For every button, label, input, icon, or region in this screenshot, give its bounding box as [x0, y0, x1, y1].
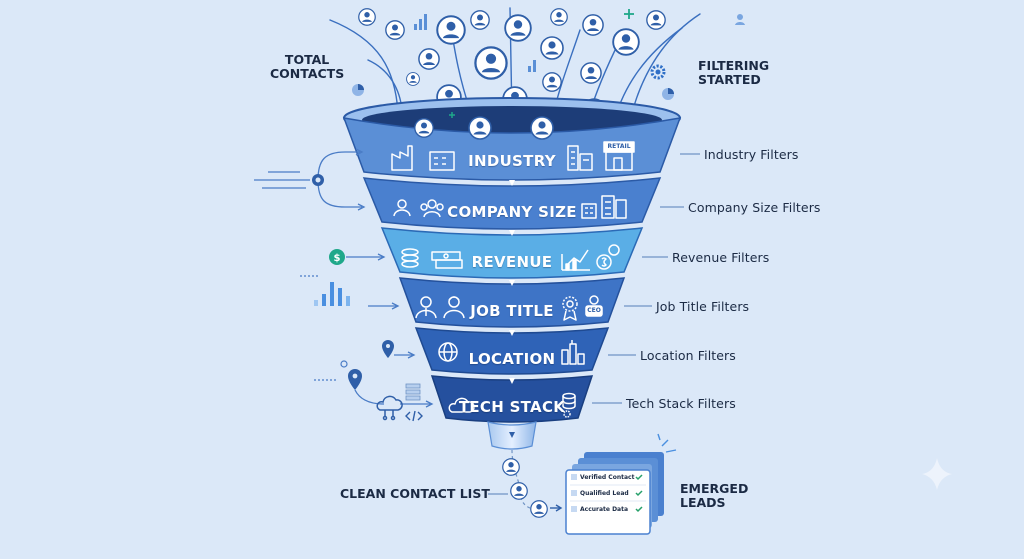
job-title-filters-label: Job Title Filters — [656, 299, 750, 314]
gear-icon — [650, 64, 666, 80]
sparkle-icon — [922, 458, 952, 490]
retail-sign-text: RETAIL — [607, 143, 631, 150]
coin-stack-icon — [401, 248, 419, 268]
check-list — [570, 474, 646, 513]
mini-bar-chart-icon — [414, 14, 536, 72]
output-contacts — [488, 449, 563, 518]
stage-title-location: LOCATION — [468, 350, 556, 368]
contact-icon — [406, 72, 420, 86]
contact-icon — [646, 10, 666, 30]
check-icon — [635, 506, 643, 513]
contact-icon — [385, 20, 405, 40]
contact-icon — [358, 8, 376, 26]
incoming-decorations — [352, 9, 745, 100]
stage-job-band — [398, 277, 626, 328]
industry-filters-label: Industry Filters — [704, 147, 799, 162]
clean-contact-list-label: CLEAN CONTACT LIST — [340, 486, 490, 501]
tall-office-icon — [601, 195, 627, 219]
gear-small-icon — [563, 410, 571, 418]
left-side-graphics: $ — [254, 148, 434, 422]
globe-icon — [438, 342, 458, 362]
pie-chart-icon — [352, 84, 674, 100]
stage-company-band — [362, 177, 662, 230]
check-icon — [635, 490, 643, 497]
sparkle-lines — [657, 433, 677, 453]
dollar-coin-icon — [596, 244, 620, 270]
company-size-filters-label: Company Size Filters — [688, 200, 821, 215]
lead-cards — [565, 433, 677, 535]
ceo-badge-text: CEO — [587, 307, 601, 314]
stage-title-industry: INDUSTRY — [468, 152, 556, 170]
small-office-icon — [581, 203, 597, 219]
svg-text:$: $ — [334, 253, 341, 264]
contact-icon — [582, 14, 604, 36]
stage-title-company-size: COMPANY SIZE — [447, 203, 577, 221]
dollar-coin-icon: $ — [329, 249, 345, 265]
total-contacts-label: TOTAL CONTACTS — [270, 52, 345, 81]
location-filters-label: Location Filters — [640, 348, 736, 363]
tech-stack-filters-label: Tech Stack Filters — [626, 396, 736, 411]
right-connectors — [592, 153, 700, 404]
code-icon — [405, 410, 423, 422]
check-icon — [635, 474, 643, 481]
server-icon — [405, 383, 421, 401]
contact-icon — [612, 28, 640, 56]
contact-icon — [580, 62, 602, 84]
contact-icon — [542, 72, 562, 92]
team-icon — [420, 199, 444, 218]
emerged-leads-label: EMERGED LEADS — [680, 481, 749, 510]
rim-contacts — [414, 112, 554, 140]
ceo-badge-icon — [585, 295, 603, 317]
award-badge-icon — [562, 296, 578, 321]
office-building-icon — [429, 151, 455, 171]
stage-location-band — [414, 327, 610, 375]
person-icon — [393, 199, 411, 217]
stage-title-tech-stack: TECH STACK — [458, 398, 566, 416]
bar-chart-icon — [314, 282, 350, 306]
contact-icon — [474, 46, 508, 80]
contact-icon — [436, 15, 466, 45]
stage-revenue-band — [380, 227, 644, 279]
businessman-icon — [415, 296, 437, 319]
cash-stack-icon — [431, 251, 463, 269]
user-small-icon — [735, 14, 745, 25]
database-icon — [562, 392, 576, 410]
cloud-network-icon — [376, 395, 403, 421]
contact-icon — [470, 10, 490, 30]
map-pin-icon — [340, 340, 394, 390]
card-item-qualified: Qualified Lead — [580, 490, 629, 497]
filtering-started-label: FILTERING STARTED — [698, 58, 770, 87]
card-item-verified: Verified Contact — [580, 474, 635, 481]
city-buildings-icon — [567, 145, 593, 171]
stage-title-job-title: JOB TITLE — [470, 302, 554, 320]
growth-chart-icon — [561, 249, 590, 271]
contact-icon — [418, 48, 440, 70]
contact-icon — [504, 14, 532, 42]
revenue-filters-label: Revenue Filters — [672, 250, 770, 265]
factory-icon — [391, 145, 413, 171]
card-item-accurate: Accurate Data — [580, 506, 629, 513]
code-cloud-icon — [448, 397, 475, 413]
contact-icon — [550, 8, 568, 26]
retail-store-icon — [603, 141, 635, 171]
stage-title-revenue: REVENUE — [471, 253, 553, 271]
contact-icon — [540, 36, 564, 60]
businesswoman-icon — [443, 296, 465, 319]
skyline-icon — [561, 340, 585, 365]
plus-icon — [624, 9, 634, 19]
